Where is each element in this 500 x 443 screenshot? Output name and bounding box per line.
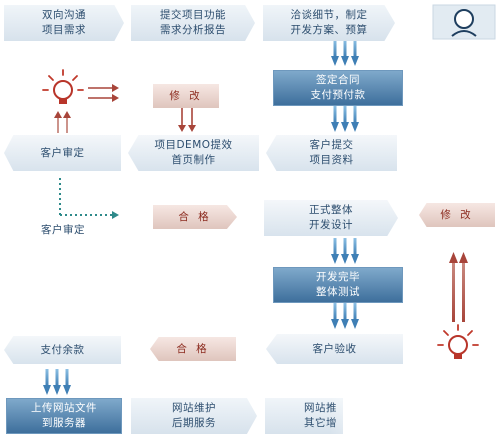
step-client-submit: 客户提交 项目资料 [266, 135, 397, 171]
step-maintenance: 网站维护 后期服务 [131, 398, 257, 434]
step-client-review: 客户审定 [4, 135, 121, 171]
step-dev-complete: 开发完毕 整体测试 [273, 267, 403, 303]
arrow-complete-acceptance [331, 303, 359, 329]
arrow-modify-demo [178, 108, 196, 132]
arrow-acceptance-modify [449, 252, 468, 322]
step-analysis: 提交项目功能 需求分析报告 [131, 5, 255, 41]
person-icon [432, 4, 496, 40]
tag-modify-2: 修 改 [419, 203, 495, 227]
step-communicate: 双向沟通 项目需求 [4, 5, 124, 41]
fade-overlay [330, 385, 450, 443]
tag-modify-1: 修 改 [153, 84, 219, 108]
arrow-balance-upload [43, 369, 71, 395]
arrow-negotiate-contract [331, 40, 359, 66]
lightbulb-icon [42, 69, 84, 104]
arrow-contract-submit [331, 106, 359, 132]
arrow-review-idea [54, 111, 71, 133]
step-balance: 支付余款 [4, 336, 121, 364]
dotted-connector-review [59, 178, 119, 219]
step-demo: 项目DEMO提效 首页制作 [128, 135, 259, 171]
step-acceptance: 客户验收 [266, 334, 403, 364]
tag-pass-2: 合 格 [150, 337, 236, 361]
tag-pass-1: 合 格 [153, 205, 237, 229]
step-negotiate: 洽谈细节，制定 开发方案、预算 [263, 5, 395, 41]
arrow-idea-modify [88, 84, 119, 102]
arrow-design-complete [331, 238, 359, 264]
step-upload: 上传网站文件 到服务器 [6, 398, 122, 434]
label-client-review-2: 客户审定 [41, 223, 85, 236]
lightbulb-icon [437, 324, 479, 359]
step-contract: 签定合同 支付预付款 [273, 70, 403, 106]
step-formal-design: 正式整体 开发设计 [264, 200, 398, 236]
